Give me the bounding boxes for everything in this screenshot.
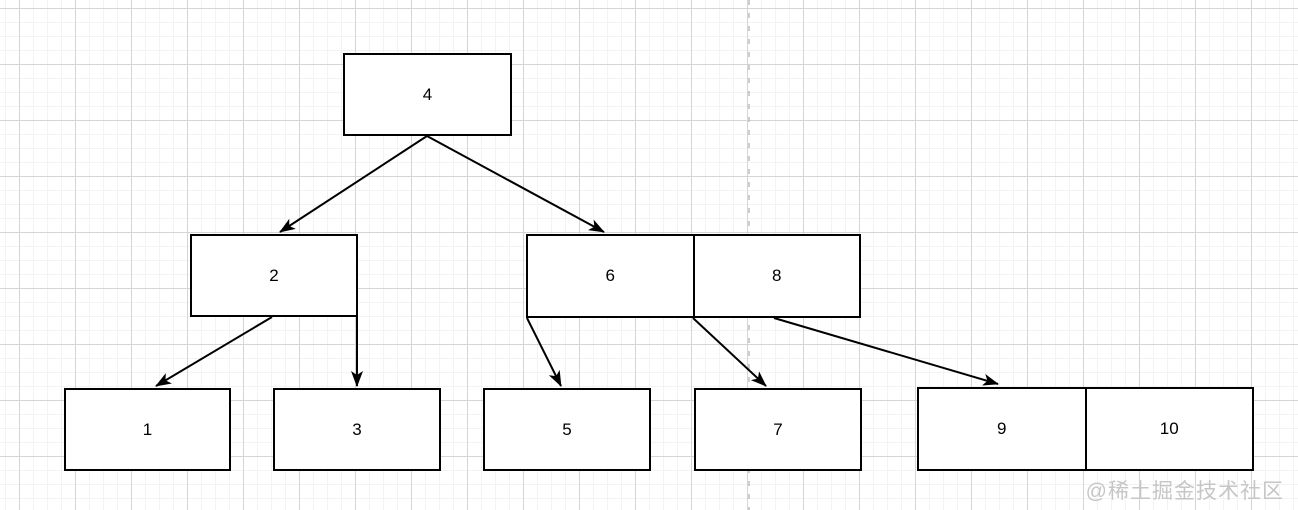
node-key: 2 xyxy=(269,265,279,285)
node-cell: 3 xyxy=(275,390,439,469)
node-key: 9 xyxy=(997,419,1007,438)
edge-4-to-6[interactable] xyxy=(426,135,605,233)
node-cell: 7 xyxy=(696,390,860,469)
watermark: @稀土掘金技术社区 xyxy=(1085,480,1284,503)
node-cell: 5 xyxy=(485,390,649,469)
node-cell: 4 xyxy=(345,55,510,134)
node-key: 5 xyxy=(562,419,572,439)
edge-4-to-2[interactable] xyxy=(279,135,428,233)
edge-2-to-1[interactable] xyxy=(155,316,273,387)
node-key: 10 xyxy=(1159,419,1179,438)
node-key: 4 xyxy=(422,84,433,104)
tree-node-9-10[interactable]: 9 10 xyxy=(917,387,1254,471)
edge-6-8-to-7[interactable] xyxy=(692,317,767,387)
node-cell: 1 xyxy=(66,390,229,469)
edge-6-to-5[interactable] xyxy=(526,317,562,387)
node-key: 1 xyxy=(142,419,153,439)
tree-node-3[interactable]: 3 xyxy=(273,388,441,471)
node-key: 7 xyxy=(773,419,783,439)
tree-node-4[interactable]: 4 xyxy=(343,53,512,136)
tree-node-5[interactable]: 5 xyxy=(483,388,651,471)
tree-node-6-8[interactable]: 6 8 xyxy=(526,234,861,318)
tree-node-7[interactable]: 7 xyxy=(694,388,862,471)
node-key: 3 xyxy=(352,419,362,439)
tree-node-1[interactable]: 1 xyxy=(64,388,231,471)
node-cell: 2 xyxy=(192,236,356,315)
node-cell: 10 xyxy=(1084,389,1253,469)
node-key: 8 xyxy=(772,266,782,285)
node-cell: 6 xyxy=(528,236,693,316)
edge-8-to-9[interactable] xyxy=(773,317,999,386)
node-cell: 9 xyxy=(919,389,1085,469)
tree-node-2[interactable]: 2 xyxy=(190,234,358,317)
node-cell: 8 xyxy=(692,236,860,316)
node-key: 6 xyxy=(605,266,615,285)
